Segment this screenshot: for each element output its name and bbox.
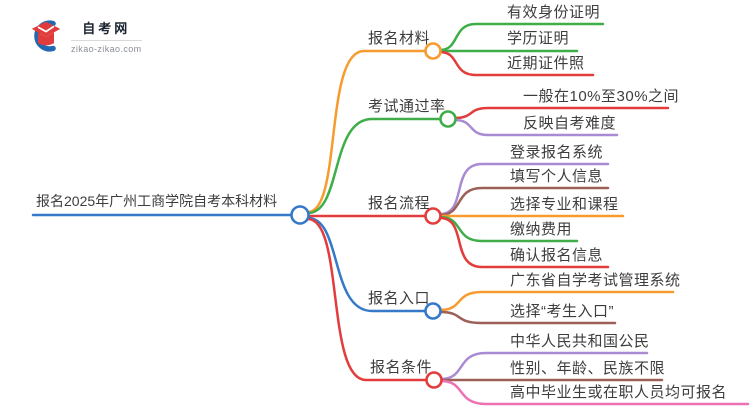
subtopic-label[interactable]: 选择专业和课程 — [510, 196, 619, 213]
subtopic-label[interactable]: 登录报名系统 — [510, 144, 604, 161]
subtopic-line — [439, 379, 750, 406]
branch-line — [306, 117, 442, 215]
subtopic-line — [438, 310, 617, 325]
subtopic-line — [438, 22, 605, 52]
branch-line — [306, 49, 427, 214]
subtopic-label[interactable]: 中华人民共和国公民 — [510, 333, 650, 350]
root-node-circle[interactable] — [290, 205, 310, 225]
branch-node-circle[interactable] — [439, 110, 457, 128]
subtopic-line — [453, 118, 619, 137]
branch-node-circle[interactable] — [425, 371, 443, 389]
subtopic-label[interactable]: 选择“考生入口” — [510, 303, 614, 320]
branch-node-circle[interactable] — [424, 42, 442, 60]
branch-line — [306, 217, 428, 382]
subtopic-line — [438, 290, 675, 312]
subtopic-line — [438, 216, 610, 269]
branch-node-circle[interactable] — [424, 207, 442, 225]
subtopic-label[interactable]: 广东省自学考试管理系统 — [510, 272, 681, 289]
subtopic-label[interactable]: 缴纳费用 — [510, 221, 573, 238]
branch-registration-requirements[interactable]: 报名条件 — [370, 359, 433, 376]
branch-node-circle[interactable] — [424, 302, 442, 320]
logo-title: 自考网 — [82, 21, 131, 36]
subtopic-label[interactable]: 填写个人信息 — [510, 168, 604, 185]
subtopic-label[interactable]: 一般在10%至30%之间 — [523, 88, 680, 105]
logo-domain: zikao-zikao.com — [71, 40, 142, 54]
subtopic-label[interactable]: 反映自考难度 — [523, 115, 617, 132]
site-logo: 自考网 zikao-zikao.com — [28, 18, 142, 54]
subtopic-label[interactable]: 学历证明 — [507, 30, 570, 47]
subtopic-label[interactable]: 近期证件照 — [507, 55, 585, 72]
branch-registration-process[interactable]: 报名流程 — [368, 195, 431, 212]
subtopic-line — [438, 162, 610, 216]
subtopic-line — [438, 50, 595, 77]
subtopic-line — [438, 215, 579, 243]
branch-registration-entrance[interactable]: 报名入口 — [368, 290, 431, 307]
branch-registration-materials[interactable]: 报名材料 — [368, 30, 431, 47]
subtopic-line — [439, 351, 649, 381]
subtopic-label[interactable]: 高中毕业生或在职人员均可报名 — [510, 384, 728, 401]
subtopic-label[interactable]: 确认报名信息 — [510, 247, 604, 264]
root-topic[interactable]: 报名2025年广州工商学院自考本科材料 — [36, 193, 278, 209]
subtopic-label[interactable]: 性别、年龄、民族不限 — [510, 360, 666, 377]
subtopic-line — [453, 106, 670, 120]
graduation-cap-icon — [31, 20, 61, 52]
subtopic-line — [438, 186, 610, 217]
subtopic-label[interactable]: 有效身份证明 — [507, 4, 601, 21]
branch-line — [306, 216, 427, 313]
branch-exam-pass-rate[interactable]: 考试通过率 — [368, 98, 446, 115]
